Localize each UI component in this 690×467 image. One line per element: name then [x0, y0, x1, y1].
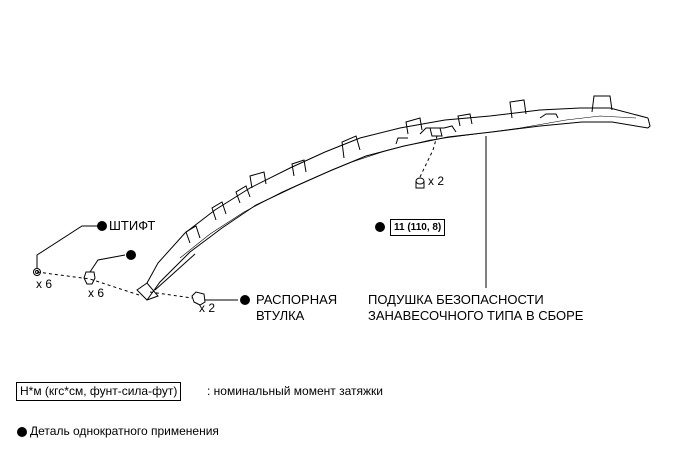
legend-torque-description: : номинальный момент затяжки: [207, 384, 383, 398]
spacer-part: [191, 291, 206, 306]
pin-marker: [97, 221, 107, 231]
clip-quantity: x 6: [88, 286, 105, 300]
spacer-label-line2: ВТУЛКА: [256, 308, 305, 323]
legend-single-use-text: Деталь однократного применения: [30, 424, 219, 438]
legend-torque-unit-box: Н*м (кгс*см, фунт-сила-фут): [16, 382, 182, 401]
clip-single-use-marker: [126, 250, 136, 260]
pin-label: ШТИФТ: [109, 218, 156, 233]
bolt-quantity: x 2: [428, 174, 445, 188]
pin-quantity: x 6: [36, 277, 53, 291]
pin-part: [33, 268, 41, 276]
clip-leader: [89, 254, 126, 273]
spacer-label-line1: РАСПОРНАЯ: [256, 292, 338, 307]
pin-leader: [36, 225, 98, 268]
legend-single-use-marker: [17, 427, 27, 437]
clip-part: [83, 271, 96, 285]
airbag-label-line2: ЗАНАВЕСОЧНОГО ТИПА В СБОРЕ: [368, 308, 584, 323]
torque-spec-box: 11 (110, 8): [390, 219, 446, 236]
torque-marker: [375, 222, 385, 232]
bolt-part: [415, 177, 425, 189]
spacer-quantity: x 2: [199, 301, 216, 315]
curtain-airbag-assembly: [136, 95, 651, 301]
spacer-leader-dashed: [149, 291, 193, 299]
airbag-label-line1: ПОДУШКА БЕЗОПАСНОСТИ: [368, 292, 544, 307]
spacer-marker: [240, 295, 250, 305]
